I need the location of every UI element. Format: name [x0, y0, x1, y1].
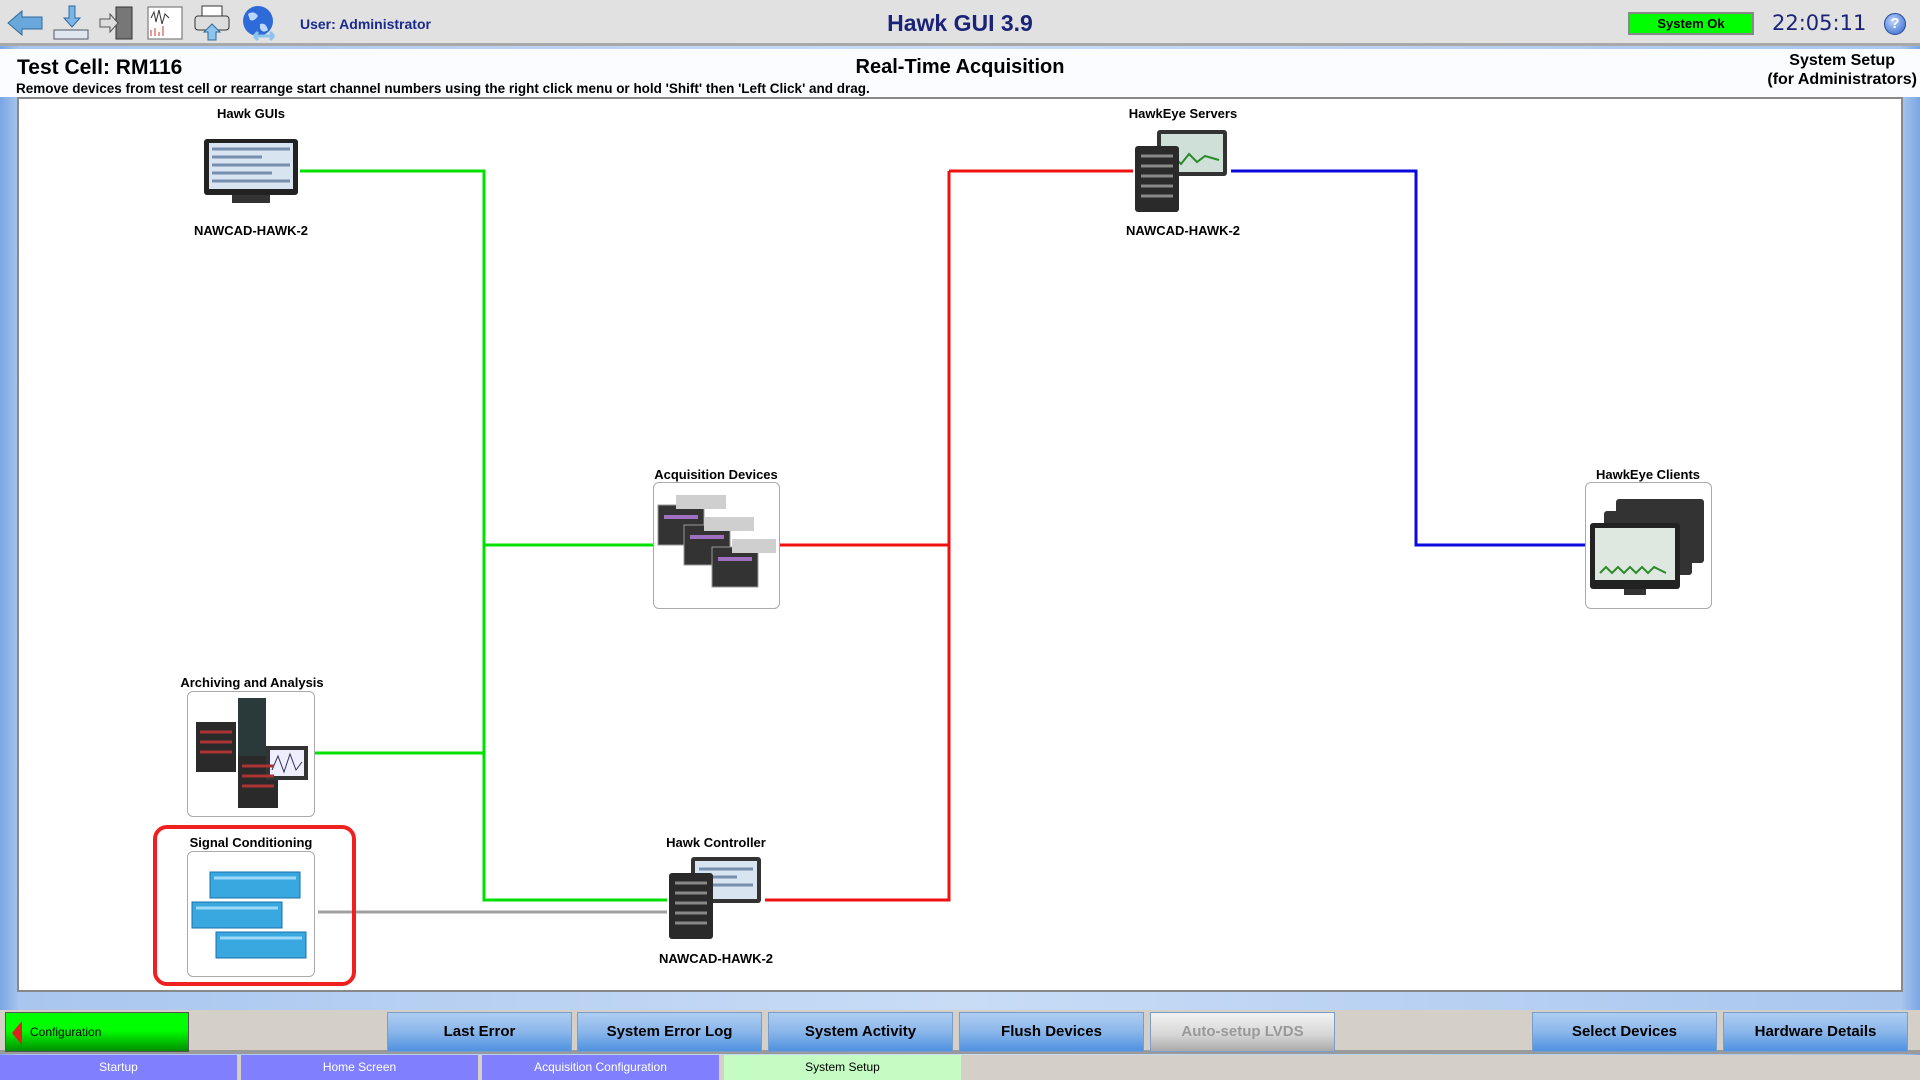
configuration-label: Configuration	[30, 1025, 102, 1039]
last-error-button[interactable]: Last Error	[387, 1012, 572, 1052]
mode-title: Real-Time Acquisition	[855, 56, 1065, 78]
hawk-guis-label: Hawk GUIs	[217, 106, 285, 121]
hawk-guis-host: NAWCAD-HAWK-2	[193, 223, 309, 238]
hawkeye-servers-label: HawkEye Servers	[1128, 106, 1238, 121]
selected-node-highlight	[153, 825, 356, 986]
instructions: Remove devices from test cell or rearran…	[16, 81, 870, 96]
acquisition-devices-node[interactable]	[653, 482, 780, 609]
signal-conditioning-node[interactable]	[187, 851, 315, 977]
setup-line2: (for Administrators)	[1767, 71, 1917, 88]
help-icon[interactable]: ?	[1884, 13, 1906, 35]
clock: 22:05:11	[1772, 11, 1867, 35]
system-setup-heading: System Setup (for Administrators)	[1767, 51, 1917, 89]
tab-home-screen[interactable]: Home Screen	[241, 1055, 478, 1080]
download-icon[interactable]	[52, 4, 92, 42]
system-activity-button[interactable]: System Activity	[768, 1012, 953, 1052]
monitor-icon[interactable]	[202, 137, 300, 207]
controller-icon[interactable]	[667, 855, 765, 941]
signal-conditioner-icon	[191, 871, 307, 959]
system-status-badge: System Ok	[1628, 12, 1754, 35]
configuration-button[interactable]: Configuration	[5, 1012, 189, 1052]
archiving-node[interactable]	[187, 691, 315, 817]
green-links	[300, 169, 667, 902]
back-arrow-icon[interactable]	[6, 4, 46, 42]
red-links	[765, 169, 1133, 902]
acquisition-chassis-icon	[657, 495, 776, 588]
hardware-details-button[interactable]: Hardware Details	[1723, 1012, 1908, 1052]
system-error-log-button[interactable]: System Error Log	[577, 1012, 762, 1052]
print-icon[interactable]	[192, 4, 232, 42]
user-label: User: Administrator	[300, 16, 431, 32]
waveform-icon[interactable]	[146, 4, 186, 42]
hawk-controller-host: NAWCAD-HAWK-2	[658, 951, 774, 966]
archive-servers-icon	[196, 698, 308, 808]
select-devices-button[interactable]: Select Devices	[1532, 1012, 1717, 1052]
signal-conditioning-label: Signal Conditioning	[189, 835, 313, 850]
tab-acquisition-configuration[interactable]: Acquisition Configuration	[482, 1055, 719, 1080]
client-monitors-icon	[1590, 499, 1704, 595]
test-cell-title: Test Cell: RM116	[17, 56, 183, 79]
hawkeye-servers-host: NAWCAD-HAWK-2	[1125, 223, 1241, 238]
flush-devices-button[interactable]: Flush Devices	[959, 1012, 1144, 1052]
auto-setup-lvds-button[interactable]: Auto-setup LVDS	[1150, 1012, 1335, 1052]
tab-startup[interactable]: Startup	[0, 1055, 237, 1080]
hawkeye-clients-label: HawkEye Clients	[1595, 467, 1701, 482]
archiving-label: Archiving and Analysis	[180, 675, 324, 690]
header	[0, 49, 1920, 97]
hawkeye-clients-node[interactable]	[1585, 482, 1712, 609]
back-triangle-icon	[12, 1021, 22, 1045]
app-title: Hawk GUI 3.9	[887, 10, 1033, 36]
server-icon[interactable]	[1133, 128, 1231, 214]
network-globe-icon[interactable]	[240, 4, 280, 42]
setup-line1: System Setup	[1789, 52, 1896, 69]
blue-links	[1231, 169, 1585, 547]
top-toolbar	[0, 0, 1920, 46]
tab-system-setup[interactable]: System Setup	[724, 1055, 961, 1080]
exit-door-icon[interactable]	[98, 4, 138, 42]
hawk-controller-label: Hawk Controller	[666, 835, 766, 850]
acquisition-devices-label: Acquisition Devices	[654, 467, 778, 482]
